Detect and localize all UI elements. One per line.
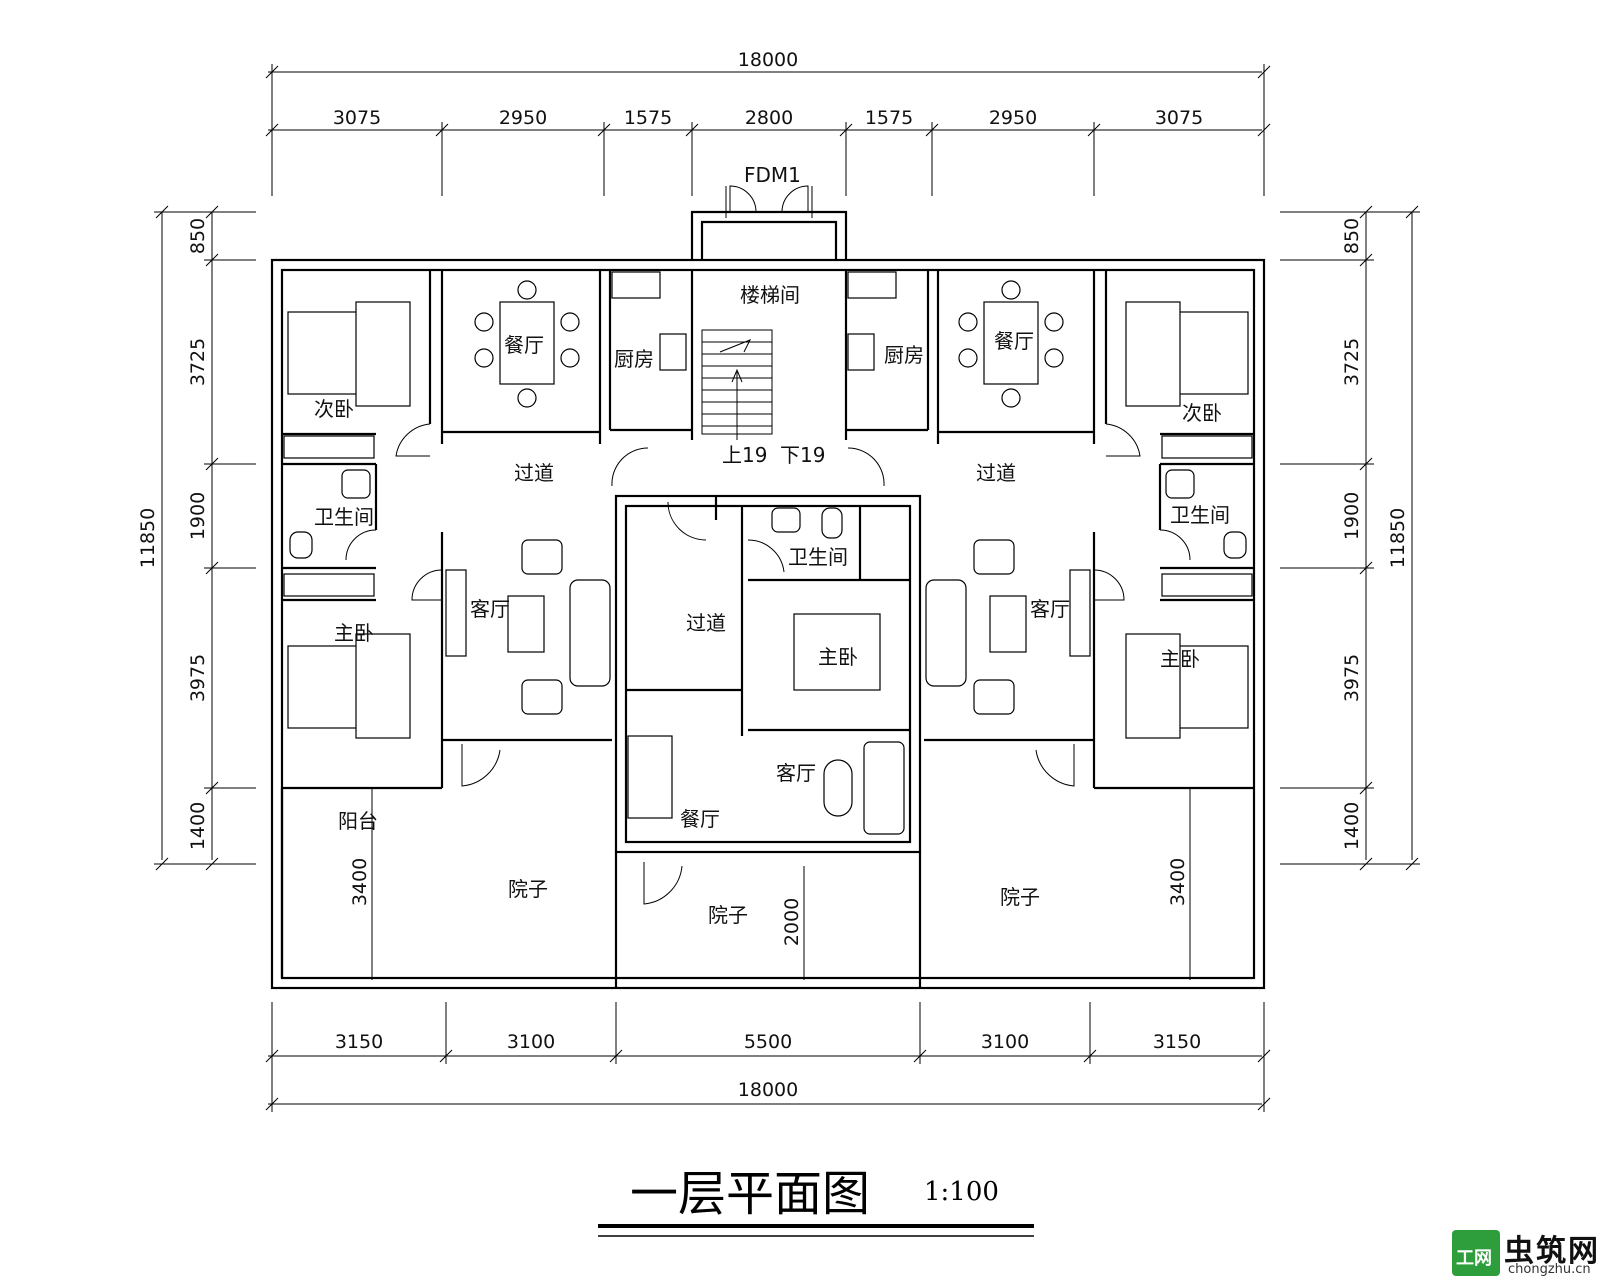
dim-bottom-4: 3100: [981, 1031, 1029, 1053]
dim-right-2: 3725: [1341, 338, 1363, 386]
dim-yard-center: 2000: [781, 898, 803, 946]
title-block: 一层平面图 1:100: [598, 1166, 1034, 1237]
dim-yard-left: 3400: [349, 858, 371, 906]
dim-right-4: 3975: [1341, 654, 1363, 702]
dim-right-5: 1400: [1341, 802, 1363, 850]
dim-top-6: 2950: [989, 107, 1037, 129]
room-bath-right: 卫生间: [1170, 503, 1230, 527]
dim-bottom-5: 3150: [1153, 1031, 1201, 1053]
stair-up-label: 上19: [722, 443, 767, 467]
dim-top-7: 3075: [1155, 107, 1203, 129]
dim-right-3: 1900: [1341, 492, 1363, 540]
room-dining-left: 餐厅: [504, 333, 544, 357]
room-dining-center: 餐厅: [680, 807, 720, 831]
room-bath-center: 卫生间: [788, 545, 848, 569]
drawing-scale: 1:100: [924, 1177, 999, 1207]
dim-bottom-total: 18000: [738, 1079, 798, 1101]
dim-top-total: 18000: [738, 49, 798, 71]
room-bath-left: 卫生间: [314, 505, 374, 529]
room-yard-right: 院子: [1000, 885, 1040, 909]
dim-top-5: 1575: [865, 107, 913, 129]
room-master-left: 主卧: [334, 621, 374, 645]
room-living-center: 客厅: [776, 761, 816, 785]
dim-yard-right: 3400: [1167, 858, 1189, 906]
room-labels: FDM1 楼梯间 餐厅 厨房 厨房 餐厅 次卧 次卧 上19 下19 过道 过道…: [314, 163, 1230, 927]
room-corridor-left: 过道: [514, 461, 554, 485]
room-corridor-center: 过道: [686, 611, 726, 635]
stair-down-label: 下19: [780, 443, 825, 467]
room-yard-left: 院子: [508, 877, 548, 901]
dim-bottom-2: 3100: [507, 1031, 555, 1053]
dimension-lines: [154, 64, 1420, 1112]
room-yard-center: 院子: [708, 903, 748, 927]
dim-left-3: 1900: [187, 492, 209, 540]
room-secondary-right: 次卧: [1182, 401, 1222, 425]
room-stair: 楼梯间: [740, 283, 800, 307]
room-master-right: 主卧: [1160, 647, 1200, 671]
entry-door: [725, 185, 813, 218]
room-secondary-left: 次卧: [314, 397, 354, 421]
logo-mark-icon: [1452, 1230, 1500, 1276]
dim-bottom-3: 5500: [744, 1031, 792, 1053]
door-swings: [345, 423, 1191, 905]
dim-left-2: 3725: [187, 338, 209, 386]
logo-domain: chongzhu.cn: [1508, 1262, 1591, 1277]
furniture: [283, 271, 1253, 835]
dim-right-1: 850: [1341, 218, 1363, 254]
room-dining-right: 餐厅: [994, 329, 1034, 353]
room-corridor-right: 过道: [976, 461, 1016, 485]
room-balcony: 阳台: [338, 809, 378, 833]
drawing-title: 一层平面图: [630, 1166, 870, 1222]
dim-top-3: 1575: [624, 107, 672, 129]
room-kitchen-left: 厨房: [614, 347, 654, 371]
dimension-labels: 18000 3075 2950 1575 2800 1575 2950 3075…: [137, 49, 1409, 1101]
stair: [701, 329, 773, 440]
room-living-right: 客厅: [1030, 597, 1070, 621]
room-living-left: 客厅: [470, 597, 510, 621]
dim-bottom-1: 3150: [335, 1031, 383, 1053]
dim-left-total: 11850: [137, 508, 159, 568]
dim-top-2: 2950: [499, 107, 547, 129]
walls: [270, 210, 1266, 990]
logo-brand: 虫筑网: [1504, 1234, 1600, 1269]
logo-mark-text: 工网: [1456, 1248, 1492, 1269]
room-master-center: 主卧: [818, 645, 858, 669]
room-kitchen-right: 厨房: [884, 343, 924, 367]
dim-left-4: 3975: [187, 654, 209, 702]
dim-top-4: 2800: [745, 107, 793, 129]
dim-top-1: 3075: [333, 107, 381, 129]
dim-left-1: 850: [187, 218, 209, 254]
watermark-logo: 工网 虫筑网 chongzhu.cn: [1452, 1226, 1600, 1280]
door-label: FDM1: [744, 163, 801, 187]
dim-right-total: 11850: [1387, 508, 1409, 568]
dim-left-5: 1400: [187, 802, 209, 850]
